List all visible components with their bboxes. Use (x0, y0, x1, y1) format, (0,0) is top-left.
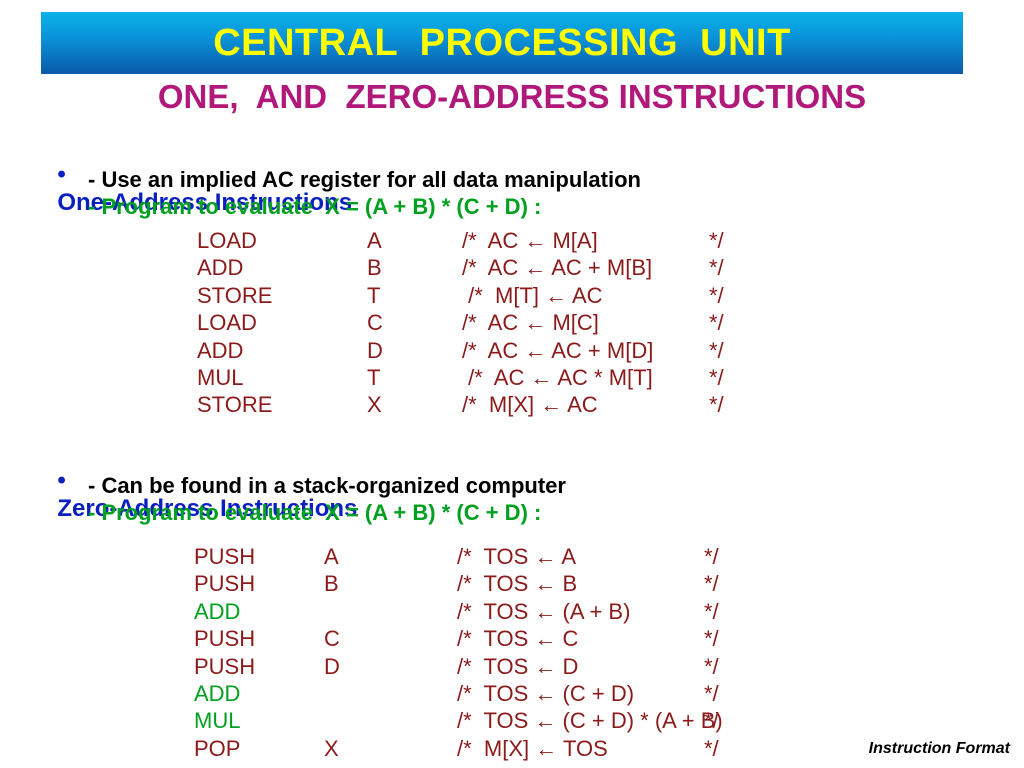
zero-address-heading: • Zero-Address Instructions (44, 439, 357, 523)
instruction-row: MUL /* TOS ← (C + D) * (A + B)*/ (194, 708, 834, 735)
instruction-op: PUSH (194, 571, 256, 597)
instruction-op: LOAD (197, 228, 257, 253)
instruction-op: ADD (194, 680, 241, 706)
instruction-end: */ (709, 337, 724, 363)
instruction-end: */ (704, 626, 719, 652)
instruction-comment: /* AC ← AC + M[B] (462, 255, 653, 281)
instruction-comment: /* AC ← AC * M[T] (462, 364, 653, 390)
instruction-end: */ (709, 392, 724, 418)
instruction-comment: /* TOS ← B (457, 571, 578, 597)
instruction-arg: X (324, 735, 339, 761)
instruction-row: ADD /* TOS ← (C + D) */ (194, 681, 834, 708)
instruction-op: PUSH (194, 626, 256, 652)
instruction-arg: B (324, 571, 339, 597)
instruction-row: PUSH C /* TOS ← C */ (194, 626, 834, 653)
instruction-row: STORE X /* M[X] ← AC */ (197, 392, 757, 419)
instruction-row: MUL T /* AC ← AC * M[T] */ (197, 365, 757, 392)
instruction-end: */ (709, 282, 724, 308)
instruction-comment: /* TOS ← C (457, 626, 579, 652)
instruction-row: LOAD C /* AC ← M[C] */ (197, 310, 757, 337)
instruction-comment: /* M[X] ← AC (462, 392, 598, 418)
instruction-end: */ (704, 653, 719, 679)
zero-address-program-line: - Program to evaluate X = (A + B) * (C +… (88, 500, 542, 525)
instruction-comment: /* TOS ← D (457, 653, 579, 679)
instruction-end: */ (704, 571, 719, 597)
instruction-comment: /* AC ← M[A] (462, 228, 598, 253)
instruction-comment: /* TOS ← A (457, 544, 577, 569)
one-address-description: - Use an implied AC register for all dat… (88, 167, 641, 192)
instruction-row: ADD D /* AC ← AC + M[D] */ (197, 338, 757, 365)
instruction-op: PUSH (194, 653, 256, 679)
instruction-row: STORE T /* M[T] ← AC */ (197, 283, 757, 310)
footer-caption: Instruction Format (868, 740, 1010, 757)
instruction-end: */ (709, 228, 724, 253)
instruction-arg: D (324, 653, 340, 679)
instruction-end: */ (704, 708, 719, 734)
instruction-op: MUL (194, 708, 241, 734)
instruction-end: */ (709, 255, 724, 281)
one-address-program-line: - Program to evaluate X = (A + B) * (C +… (88, 194, 542, 219)
instruction-row: PUSH B /* TOS ← B */ (194, 571, 834, 598)
instruction-op: LOAD (197, 310, 257, 336)
instruction-comment: /* TOS ← (A + B) (457, 598, 631, 624)
instruction-end: */ (704, 680, 719, 706)
one-address-heading: • One-Address Instructions (44, 133, 352, 217)
one-address-program-table: LOAD A /* AC ← M[A] */ ADD B /* AC ← AC + M[B]… (197, 228, 757, 420)
instruction-comment: /* AC ← M[C] (462, 310, 599, 336)
bullet-icon: • (57, 467, 66, 494)
instruction-comment: /* M[X] ← TOS (457, 735, 608, 761)
instruction-arg: B (367, 255, 382, 281)
instruction-op: ADD (197, 337, 244, 363)
instruction-end: */ (704, 598, 719, 624)
one-address-heading-text: One-Address Instructions (57, 189, 353, 216)
instruction-arg: X (367, 392, 382, 418)
title-banner: CENTRAL PROCESSING UNIT (41, 12, 963, 74)
instruction-row: LOAD A /* AC ← M[A] */ (197, 228, 757, 255)
instruction-end: */ (704, 544, 719, 569)
instruction-op: STORE (197, 282, 273, 308)
instruction-op: POP (194, 735, 241, 761)
instruction-op: STORE (197, 392, 273, 418)
instruction-arg: T (367, 282, 381, 308)
instruction-arg: A (367, 228, 382, 253)
page-subtitle: ONE, AND ZERO-ADDRESS INSTRUCTIONS (157, 78, 867, 115)
bullet-icon: • (57, 161, 66, 188)
instruction-end: */ (709, 310, 724, 336)
instruction-end: */ (709, 364, 724, 390)
instruction-comment: /* M[T] ← AC (462, 282, 603, 308)
instruction-comment: /* TOS ← (C + D) (457, 680, 635, 706)
instruction-comment: /* TOS ← (C + D) * (A + B) (457, 708, 723, 734)
zero-address-heading-text: Zero-Address Instructions (57, 495, 358, 522)
instruction-arg: T (367, 364, 381, 390)
zero-address-description: - Can be found in a stack-organized comp… (88, 473, 566, 498)
instruction-arg: C (324, 626, 340, 652)
instruction-end: */ (704, 735, 719, 761)
instruction-row: ADD B /* AC ← AC + M[B] */ (197, 255, 757, 282)
instruction-row: PUSH D /* TOS ← D */ (194, 654, 834, 681)
instruction-arg: A (324, 544, 339, 569)
page-title: CENTRAL PROCESSING UNIT (213, 21, 791, 64)
instruction-arg: D (367, 337, 383, 363)
instruction-row: ADD /* TOS ← (A + B) */ (194, 599, 834, 626)
instruction-row: POP X /* M[X] ← TOS */ (194, 736, 834, 763)
instruction-row: PUSH A /* TOS ← A */ (194, 544, 834, 571)
instruction-comment: /* AC ← AC + M[D] (462, 337, 654, 363)
instruction-arg: C (367, 310, 383, 336)
instruction-op: PUSH (194, 544, 256, 569)
instruction-op: MUL (197, 364, 244, 390)
instruction-op: ADD (194, 598, 241, 624)
zero-address-program-table: PUSH A /* TOS ← A */ PUSH B /* TOS ← B */ ADD /* … (194, 544, 834, 763)
instruction-op: ADD (197, 255, 244, 281)
